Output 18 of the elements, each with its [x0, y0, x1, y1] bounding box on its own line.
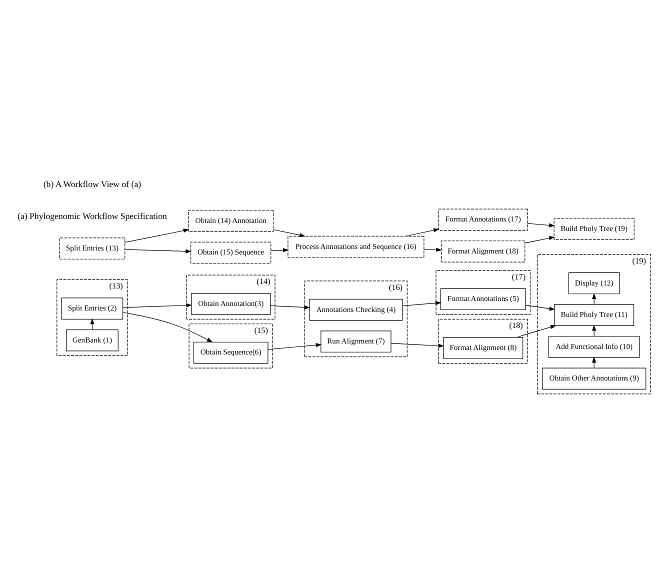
- label: (b) A Workflow View of (a): [43, 178, 142, 189]
- arrow: [406, 228, 440, 236]
- arrow: [122, 302, 192, 308]
- label: (a) Phylogenomic Workflow Specification: [18, 210, 167, 220]
- arrow: [527, 222, 555, 227]
- arrow: [525, 304, 556, 310]
- arrow: [273, 228, 306, 237]
- arrow: [402, 300, 442, 306]
- arrow: [524, 236, 555, 243]
- arrow: [424, 247, 442, 252]
- arrow: [122, 312, 213, 342]
- arrow: [390, 342, 444, 348]
- arrow: [516, 324, 556, 338]
- arrow: [270, 304, 310, 309]
- arrow: [268, 342, 322, 350]
- arrow: [124, 228, 190, 242]
- arrow: [124, 248, 192, 253]
- arrow: [270, 248, 289, 252]
